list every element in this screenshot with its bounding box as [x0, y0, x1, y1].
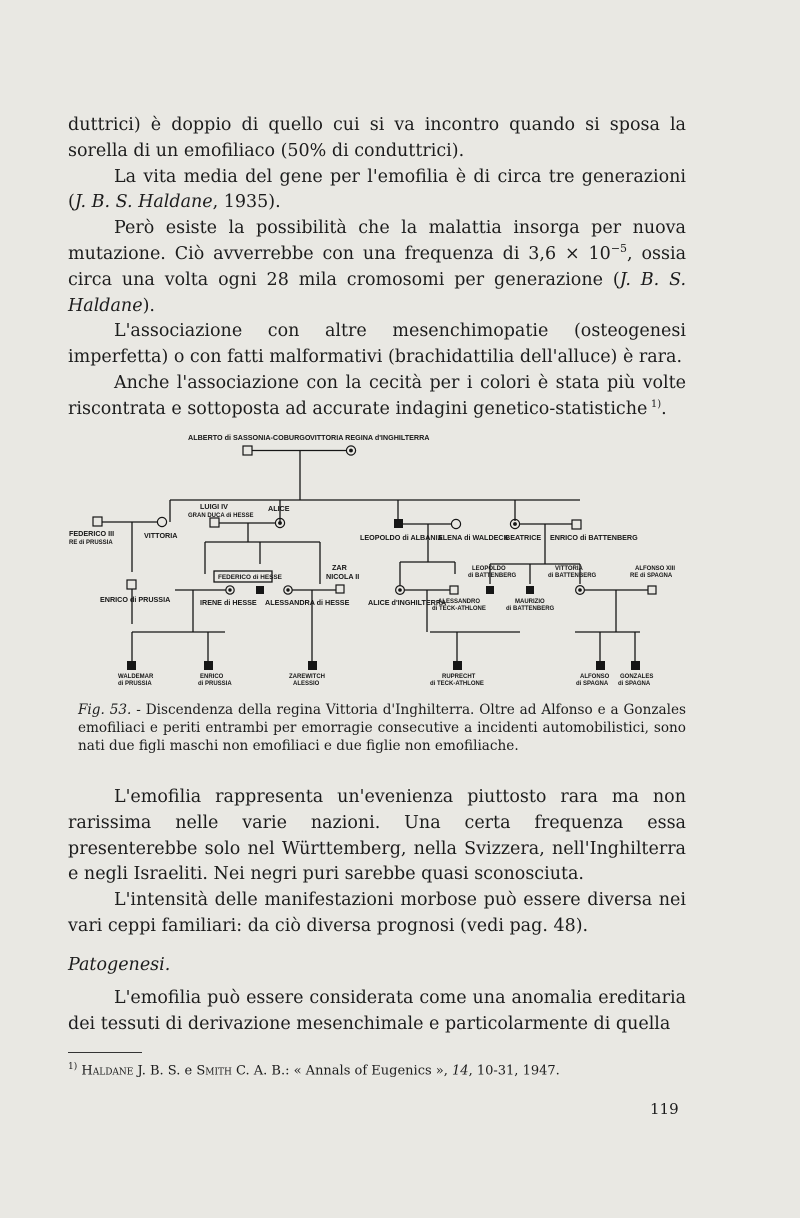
- symbol-beatrice: [509, 518, 521, 530]
- paragraph-association: L'associazione con altre mesenchimopatie…: [68, 321, 686, 368]
- carrier-dot-vittoria: [349, 448, 353, 453]
- symbol-maurizio-affected: [526, 586, 534, 594]
- symbol-federico-hesse-affected: [256, 586, 264, 594]
- symbol-enrico-prussia: [126, 579, 137, 590]
- footnote-volume: 14: [452, 1063, 469, 1079]
- label-waldemar: WALDEMAR: [118, 674, 154, 680]
- frame-federico-hesse: [213, 570, 273, 583]
- footnote-ref: 1): [650, 398, 662, 410]
- symbol-alessandro: [449, 585, 459, 595]
- symbol-vittoria-princess: [156, 516, 168, 528]
- symbol-luigi: [209, 517, 220, 528]
- carrier-dot-alice-inghilterra: [398, 588, 402, 592]
- label-leopoldo: LEOPOLDO di ALBANIA: [360, 533, 443, 542]
- page-number: 119: [650, 1100, 679, 1118]
- label-leopoldo-battenberg: LEOPOLDO: [472, 566, 506, 572]
- body-text-top: duttrici) è doppio di quello cui si va i…: [68, 113, 686, 423]
- label-alfonso-2: di SPAGNA: [576, 681, 609, 687]
- label-zar-nicola: NICOLA II: [326, 572, 359, 581]
- symbol-zar-nicola: [335, 584, 345, 594]
- symbol-elena: [450, 518, 462, 530]
- citation-haldane: J. B. S. Haldane: [74, 192, 213, 213]
- label-leopoldo-battenberg-2: di BATTENBERG: [468, 573, 517, 579]
- symbol-alfonso-affected: [596, 661, 605, 670]
- label-alfonso-xiii-2: RE di SPAGNA: [630, 573, 673, 579]
- carrier-dot-beatrice: [513, 522, 517, 526]
- label-zarewitch-2: ALESSIO: [293, 681, 320, 687]
- paragraph-continuation: duttrici) è doppio di quello cui si va i…: [68, 115, 686, 161]
- label-vittoria-princess: VITTORIA: [144, 531, 177, 540]
- label-elena: ELENA di WALDECK: [438, 533, 510, 542]
- carrier-dot-alessandra: [286, 588, 290, 592]
- label-maurizio-2: di BATTENBERG: [506, 606, 555, 612]
- paragraph-intensity: L'intensità delle manifestazioni morbose…: [68, 890, 686, 936]
- symbol-federico: [92, 516, 103, 527]
- figure-caption: Fig. 53. - Discendenza della regina Vitt…: [78, 701, 686, 755]
- label-vittoria-battenberg: VITTORIA: [555, 566, 584, 572]
- paragraph-gene-life: La vita media del gene per l'emofilia è …: [68, 166, 686, 213]
- symbol-enrico-battenberg: [571, 519, 582, 530]
- label-vittoria-battenberg-2: di BATTENBERG: [548, 573, 597, 579]
- label-maurizio: MAURIZIO: [515, 599, 545, 605]
- label-gonzales-2: di SPAGNA: [618, 681, 651, 687]
- exponent: −5: [610, 242, 628, 256]
- label-vittoria-regina: VITTORIA REGINA d'INGHILTERRA: [310, 433, 430, 442]
- label-federico-2: RE di PRUSSIA: [69, 540, 113, 546]
- body-text-bottom: L'emofilia può essere considerata come u…: [68, 986, 686, 1038]
- symbol-zarewitch-affected: [308, 661, 317, 670]
- label-ruprecht-2: di TECK-ATHLONE: [430, 681, 484, 687]
- figure-label: Fig. 53.: [78, 702, 132, 718]
- label-ruprecht: RUPRECHT: [442, 674, 476, 680]
- label-gonzales: GONZALES: [620, 674, 653, 680]
- label-beatrice: BEATRICE: [505, 533, 541, 542]
- body-text-middle: L'emofilia rappresenta un'evenienza piut…: [68, 785, 686, 940]
- label-federico: FEDERICO III: [69, 529, 114, 538]
- footnote-author-2: Smith: [196, 1063, 232, 1079]
- symbol-alfonso-xiii: [647, 585, 657, 595]
- label-irene: IRENE di HESSE: [200, 598, 257, 607]
- section-heading-patogenesi: Patogenesi.: [68, 955, 171, 975]
- label-alessandro: ALESSANDRO: [438, 599, 480, 605]
- symbol-enrico-affected: [204, 661, 213, 670]
- footnote: 1) Haldane J. B. S. e Smith C. A. B.: « …: [68, 1062, 560, 1079]
- label-zar: ZAR: [332, 563, 348, 572]
- footnote-author-1: Haldane: [81, 1063, 134, 1079]
- carrier-dot-vittoria-battenberg: [578, 588, 582, 592]
- paragraph-color-blindness: Anche l'associazione con la cecità per i…: [68, 372, 686, 419]
- label-alfonso: ALFONSO: [580, 674, 610, 680]
- paragraph-frequency: L'emofilia rappresenta un'evenienza piut…: [68, 787, 686, 885]
- symbol-alberto: [242, 445, 253, 456]
- label-alice-inghilterra: ALICE d'INGHILTERRA: [368, 598, 446, 607]
- label-luigi-2: GRAN DUCA di HESSE: [188, 513, 253, 519]
- label-alfonso-xiii: ALFONSO XIII: [635, 566, 675, 572]
- label-zarewitch: ZAREWITCH: [289, 674, 325, 680]
- paragraph-anomaly: L'emofilia può essere considerata come u…: [68, 988, 686, 1034]
- footnote-divider: [68, 1052, 142, 1053]
- label-enrico-prussia: ENRICO di PRUSSIA: [100, 595, 170, 604]
- label-alice: ALICE: [268, 504, 290, 513]
- label-enrico: ENRICO: [200, 674, 224, 680]
- pedigree-chart: ALBERTO di SASSONIA-COBURGO VITTORIA REG…: [69, 433, 675, 687]
- label-waldemar-2: di PRUSSIA: [118, 681, 152, 687]
- carrier-dot-alice: [278, 521, 282, 525]
- citation-haldane-2: J. B. S. Haldane: [68, 269, 687, 316]
- label-enrico-battenberg: ENRICO di BATTENBERG: [550, 533, 638, 542]
- label-luigi: LUIGI IV: [200, 502, 228, 511]
- label-federico-hesse: FEDERICO di HESSE: [218, 574, 283, 581]
- carrier-dot-irene: [228, 588, 232, 592]
- figure-caption-text: - Discendenza della regina Vittoria d'In…: [78, 702, 686, 754]
- label-alessandra: ALESSANDRA di HESSE: [265, 598, 350, 607]
- symbol-waldemar-affected: [127, 661, 136, 670]
- symbol-ruprecht-affected: [453, 661, 462, 670]
- footnote-mark: 1): [68, 1062, 78, 1072]
- label-alessandro-2: di TECK-ATHLONE: [432, 606, 486, 612]
- symbol-gonzales-affected: [631, 661, 640, 670]
- symbol-leopoldo-affected: [394, 519, 403, 528]
- label-alberto: ALBERTO di SASSONIA-COBURGO: [188, 433, 311, 442]
- paragraph-mutation: Però esiste la possibilità che la malatt…: [68, 218, 687, 316]
- label-enrico-2: di PRUSSIA: [198, 681, 232, 687]
- symbol-vittoria-battenberg: [574, 585, 585, 596]
- symbol-leopoldo-battenberg-affected: [486, 586, 494, 594]
